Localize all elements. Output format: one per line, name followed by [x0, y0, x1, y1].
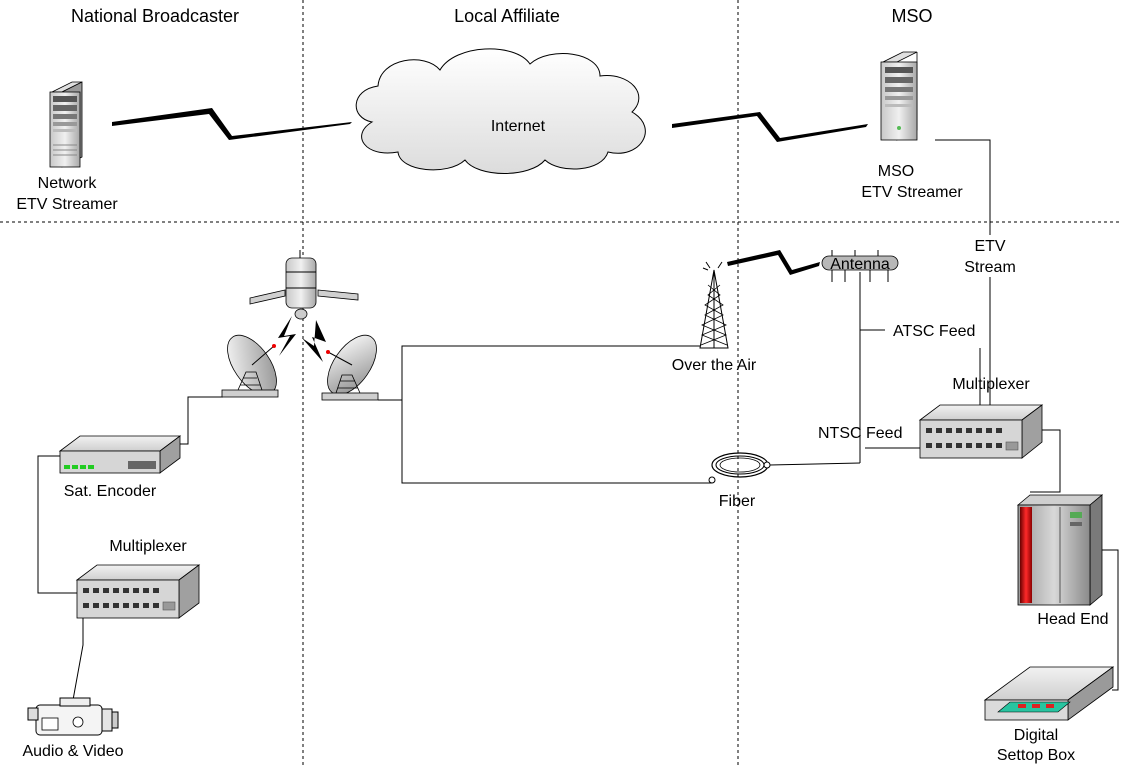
lightning-downlink-icon [302, 320, 326, 362]
lightning-tower-antenna-icon [727, 250, 820, 275]
head-end-label: Head End [1037, 611, 1108, 628]
wire-dish-encoder [180, 396, 223, 445]
zone-header-national: National Broadcaster [71, 6, 239, 26]
settop-line1: Digital [1014, 727, 1058, 744]
settop-box: Digital Settop Box [983, 666, 1115, 764]
zone-header-local: Local Affiliate [454, 6, 560, 26]
head-end: Head End [1016, 494, 1109, 628]
zone-header-mso: MSO [891, 6, 932, 26]
etv-stream-line2: Stream [964, 259, 1016, 276]
camera: Audio & Video [22, 697, 124, 760]
mso-etv-streamer: MSO ETV Streamer [861, 51, 963, 201]
ntsc-feed-label: NTSC Feed [818, 425, 902, 442]
internet-cloud: Internet [355, 48, 646, 174]
settop-box-icon [983, 666, 1115, 721]
multiplexer-icon [918, 404, 1044, 459]
internet-label: Internet [491, 118, 546, 135]
wire-mux-headend [1030, 429, 1061, 493]
fiber: Fiber [708, 452, 771, 510]
antenna-icon [821, 250, 899, 282]
mso-streamer-line2: ETV Streamer [861, 184, 963, 201]
settop-line2: Settop Box [997, 747, 1075, 764]
fiber-label: Fiber [719, 493, 756, 510]
nb-multiplexer-label: Multiplexer [109, 538, 187, 555]
head-end-rack-icon [1016, 494, 1104, 606]
wire-fiber-antenna [769, 462, 861, 466]
connection-lines [37, 139, 1119, 701]
satellite [249, 250, 359, 320]
etv-stream: ETV Stream [964, 238, 1016, 276]
fiber-coil-icon [708, 452, 771, 484]
network-streamer-line2: ETV Streamer [16, 196, 118, 213]
sat-encoder: Sat. Encoder [58, 435, 182, 500]
lightning-cloud-mso-icon [672, 112, 868, 142]
mso-multiplexer-label: Multiplexer [952, 376, 1030, 393]
radio-tower-icon [699, 261, 729, 349]
mso-streamer-line1: MSO [878, 163, 914, 180]
over-the-air: Over the Air [672, 261, 757, 374]
atsc-feed-label: ATSC Feed [893, 323, 975, 340]
cloud-icon [355, 48, 646, 174]
over-the-air-label: Over the Air [672, 357, 757, 374]
antenna: Antenna [821, 250, 899, 282]
multiplexer-icon [75, 564, 201, 619]
lightning-uplink-icon [278, 316, 296, 356]
wire-headend-settop [1102, 549, 1119, 691]
lightning-network-cloud-icon [112, 108, 352, 140]
wire-mso-streamer [935, 139, 991, 235]
camcorder-icon [27, 697, 119, 736]
mso-multiplexer: Multiplexer [918, 376, 1044, 459]
encoder-icon [58, 435, 182, 474]
sat-encoder-label: Sat. Encoder [64, 483, 157, 500]
wire-dish-ota [378, 345, 700, 401]
antenna-label: Antenna [830, 256, 890, 273]
server-tower-icon [49, 81, 83, 168]
wireless-links [112, 108, 868, 362]
network-streamer-line1: Network [38, 175, 98, 192]
server-tower-icon [880, 51, 918, 141]
nb-multiplexer: Multiplexer [75, 538, 201, 619]
wire-encoder-mux [37, 455, 77, 594]
downlink-dish [321, 334, 379, 401]
wire-dish-fiber [401, 400, 712, 484]
camera-label: Audio & Video [22, 743, 123, 760]
network-etv-streamer: Network ETV Streamer [16, 81, 118, 213]
satellite-icon [249, 250, 359, 320]
uplink-dish [221, 334, 279, 398]
etv-stream-line1: ETV [974, 238, 1005, 255]
